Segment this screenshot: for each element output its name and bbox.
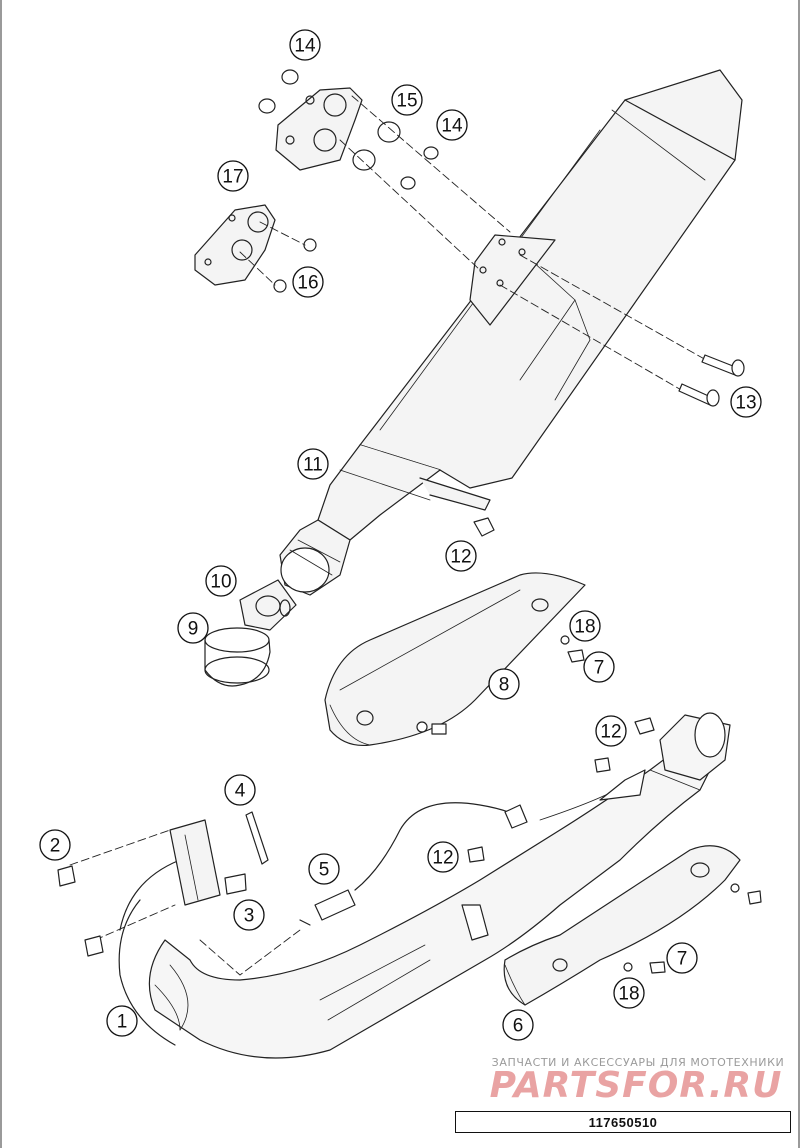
callout-12: 12 [445, 540, 477, 572]
callout-5: 5 [308, 853, 340, 885]
callout-circle [445, 540, 477, 572]
part-number-box: 117650510 [455, 1111, 791, 1133]
sleeve-part [204, 627, 271, 687]
callout-number: 5 [319, 860, 330, 881]
callout-circle [177, 612, 209, 644]
callout-circle [666, 942, 698, 974]
callout-18b: 18 [613, 977, 645, 1009]
callout-10: 10 [205, 565, 237, 597]
lower-heat-shield-part [503, 845, 741, 1006]
callout-number: 12 [432, 848, 453, 869]
callout-number: 14 [294, 36, 316, 57]
callout-circle [224, 774, 256, 806]
callout-14: 14 [289, 29, 321, 61]
callout-number: 13 [735, 393, 756, 414]
callout-number: 1 [117, 1012, 128, 1033]
callout-circle [297, 448, 329, 480]
callout-7b: 7 [666, 942, 698, 974]
callout-number: 6 [513, 1016, 524, 1037]
callout-11: 11 [297, 448, 329, 480]
callout-17: 17 [217, 160, 249, 192]
callout-circle [308, 853, 340, 885]
bracket-part [194, 204, 317, 293]
bolt-part [678, 354, 745, 407]
watermark-logo: PARTSFOR.RU [489, 1065, 783, 1106]
callout-13: 13 [730, 386, 762, 418]
callout-circle [730, 386, 762, 418]
callout-number: 16 [297, 273, 318, 294]
callout-number: 12 [450, 547, 471, 568]
callout-7: 7 [583, 651, 615, 683]
callout-circle [436, 109, 468, 141]
callout-circle [391, 84, 423, 116]
callout-number: 15 [396, 91, 417, 112]
flange-part [57, 819, 247, 957]
callout-12c: 12 [427, 841, 459, 873]
callout-circle [106, 1005, 138, 1037]
header-pipe-part [118, 712, 731, 1059]
callout-2: 2 [39, 829, 71, 861]
callout-number: 4 [235, 781, 246, 802]
callout-12b: 12 [595, 715, 627, 747]
callout-8: 8 [488, 668, 520, 700]
callout-circle [427, 841, 459, 873]
watermark-tagline: ЗАПЧАСТИ И АКСЕССУАРЫ ДЛЯ МОТОТЕХНИКИ [491, 1056, 785, 1069]
callout-4: 4 [224, 774, 256, 806]
lambda-sensor-part [299, 802, 528, 926]
callout-circle [233, 899, 265, 931]
callout-number: 7 [677, 949, 688, 970]
silencer-part [279, 69, 743, 596]
callout-circle [613, 977, 645, 1009]
callout-circle [502, 1009, 534, 1041]
callout-circle [289, 29, 321, 61]
frame-left-border [0, 0, 2, 1148]
callout-18: 18 [569, 610, 601, 642]
callout-number: 8 [499, 675, 510, 696]
callout-number: 2 [50, 836, 61, 857]
callout-number: 11 [303, 455, 323, 476]
callout-number: 9 [188, 619, 199, 640]
callout-3: 3 [233, 899, 265, 931]
callout-circle [39, 829, 71, 861]
callout-number: 14 [441, 116, 463, 137]
callout-circle [595, 715, 627, 747]
pin-part [245, 811, 269, 865]
clamp-bracket-part [258, 69, 439, 190]
callout-circle [488, 668, 520, 700]
callout-number: 12 [600, 722, 621, 743]
callout-number: 18 [618, 984, 639, 1005]
callout-circle [292, 266, 324, 298]
heat-shield-part [324, 572, 586, 747]
callout-number: 10 [210, 572, 231, 593]
callout-number: 3 [244, 906, 255, 927]
part-number: 117650510 [588, 1114, 658, 1130]
callout-14b: 14 [436, 109, 468, 141]
callout-number: 18 [574, 617, 595, 638]
clamp-part [239, 579, 297, 631]
callout-15: 15 [391, 84, 423, 116]
frame-right-border [798, 0, 800, 1148]
callout-circle [583, 651, 615, 683]
callout-circle [205, 565, 237, 597]
callout-9: 9 [177, 612, 209, 644]
callout-circle [569, 610, 601, 642]
callout-16: 16 [292, 266, 324, 298]
callout-number: 7 [594, 658, 605, 679]
callout-6: 6 [502, 1009, 534, 1041]
callout-circle [217, 160, 249, 192]
callout-number: 17 [222, 167, 243, 188]
callout-1: 1 [106, 1005, 138, 1037]
